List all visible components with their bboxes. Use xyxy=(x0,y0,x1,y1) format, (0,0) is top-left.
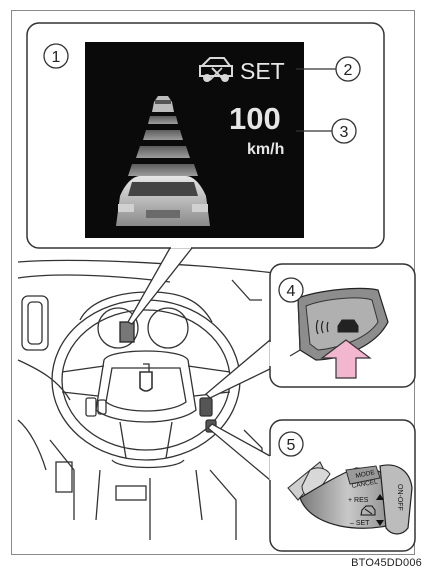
callout-4: 4 xyxy=(287,283,296,300)
callout-5: 5 xyxy=(287,437,296,454)
set-speed-value: 100 xyxy=(229,101,281,136)
callout-1: 1 xyxy=(52,49,61,66)
set-indicator-text: SET xyxy=(240,58,285,84)
set-label: – SET xyxy=(350,520,370,527)
set-speed-unit: km/h xyxy=(247,141,284,158)
image-code: BTO45DD006 xyxy=(336,557,422,573)
callout-2: 2 xyxy=(344,62,353,79)
callout-3: 3 xyxy=(340,124,349,141)
resume-label: + RES xyxy=(348,497,369,504)
distance-switch-callout: 4 xyxy=(206,264,415,398)
on-off-label: ON-OFF xyxy=(396,484,403,511)
cruise-lever-callout: MODE CANCEL + RES – SET ON-OFF 5 xyxy=(208,420,415,551)
